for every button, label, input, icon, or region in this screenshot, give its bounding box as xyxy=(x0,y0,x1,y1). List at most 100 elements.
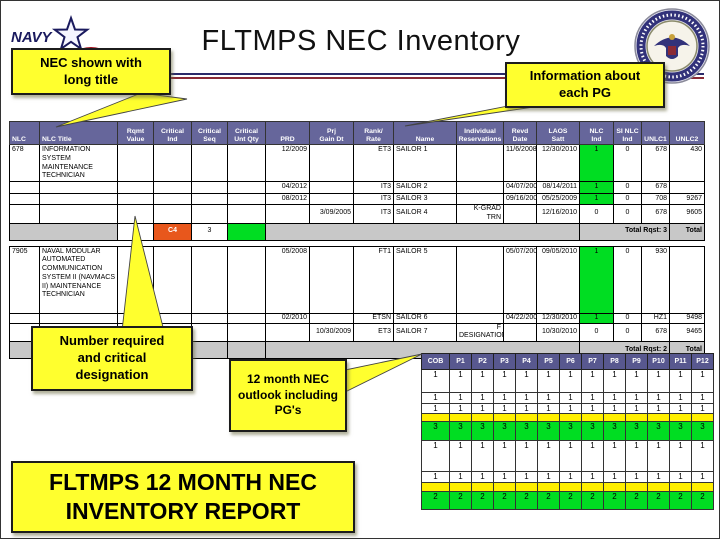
outlook-value-cell xyxy=(647,482,670,492)
critical-seq-cell xyxy=(191,204,228,224)
column-header: PRD xyxy=(265,121,310,145)
outlook-value-cell: 3 xyxy=(471,421,494,441)
reservation-cell: K-GRAD TRN xyxy=(456,204,504,224)
period-header: P9 xyxy=(625,353,648,370)
outlook-value-cell: 1 xyxy=(515,440,538,472)
callout-text: Number required and critical designation xyxy=(59,333,165,382)
outlook-value-cell: 2 xyxy=(691,491,714,510)
critical-seq-cell xyxy=(191,322,228,342)
outlook-value-cell xyxy=(515,413,538,422)
unlc1-cell: 678 xyxy=(641,144,670,182)
outlook-value-cell: 2 xyxy=(471,491,494,510)
prd-cell: 05/2008 xyxy=(265,245,310,314)
period-header: P8 xyxy=(603,353,626,370)
outlook-value-cell: 1 xyxy=(493,403,516,414)
critical-ind-summary: C4 xyxy=(153,222,192,241)
outlook-value-cell: 1 xyxy=(471,471,494,483)
total-cell: Total xyxy=(669,222,705,241)
period-header: COB xyxy=(421,353,450,370)
outlook-value-cell: 1 xyxy=(581,369,604,393)
outlook-row xyxy=(421,482,714,492)
prj-gain-cell xyxy=(309,144,354,182)
outlook-value-cell: 1 xyxy=(449,392,472,404)
outlook-value-cell: 2 xyxy=(515,491,538,510)
critical-seq-cell xyxy=(191,144,228,182)
outlook-value-cell: 3 xyxy=(537,421,560,441)
navy-star-icon xyxy=(51,14,91,52)
outlook-value-cell: 1 xyxy=(691,471,714,483)
column-header: NLC Title xyxy=(39,121,118,145)
column-header: NLC Ind xyxy=(579,121,614,145)
unlc1-cell: 708 xyxy=(641,193,670,205)
column-header: Name xyxy=(393,121,457,145)
outlook-value-cell: 1 xyxy=(493,392,516,404)
outlook-value-cell: 2 xyxy=(493,491,516,510)
rqmt-value-cell xyxy=(117,144,154,182)
nlc-ind-cell: 1 xyxy=(579,181,614,194)
outlook-value-cell xyxy=(537,413,560,422)
outlook-value-cell xyxy=(493,413,516,422)
revd-date-cell: 11/6/2008 xyxy=(503,144,537,182)
outlook-value-cell: 1 xyxy=(625,369,648,393)
outlook-value-cell xyxy=(691,413,714,422)
unlc2-cell: 9605 xyxy=(669,204,705,224)
reservation-cell xyxy=(456,193,504,205)
rank-rate-cell: ETSN xyxy=(353,312,394,324)
outlook-value-cell xyxy=(449,413,472,422)
outlook-value-cell: 3 xyxy=(559,421,582,441)
outlook-value-cell: 1 xyxy=(537,403,560,414)
prj-gain-cell xyxy=(309,193,354,205)
critical-ind-cell xyxy=(153,193,192,205)
unlc2-cell: 9465 xyxy=(669,322,705,342)
unlc1-cell: 930 xyxy=(641,245,670,314)
outlook-value-cell: 1 xyxy=(669,369,692,393)
outlook-value-cell xyxy=(471,413,494,422)
outlook-value-cell: 1 xyxy=(669,392,692,404)
outlook-value-cell: 1 xyxy=(603,369,626,393)
title-rule xyxy=(76,73,704,79)
rank-rate-cell: IT3 xyxy=(353,181,394,194)
page-title: FLTMPS NEC Inventory xyxy=(201,25,521,57)
outlook-value-cell xyxy=(493,482,516,492)
outlook-value-cell xyxy=(625,482,648,492)
outlook-value-cell: 1 xyxy=(603,403,626,414)
outlook-value-cell: 1 xyxy=(625,392,648,404)
period-header: P7 xyxy=(581,353,604,370)
prd-cell: 08/2012 xyxy=(265,193,310,205)
unlc2-cell: 9267 xyxy=(669,193,705,205)
column-header: Critical Ind xyxy=(153,121,192,145)
outlook-value-cell: 1 xyxy=(493,369,516,393)
nlc-ind-cell: 1 xyxy=(579,312,614,324)
outlook-value-cell xyxy=(669,482,692,492)
outlook-value-cell: 1 xyxy=(625,403,648,414)
outlook-value-cell: 3 xyxy=(647,421,670,441)
prj-gain-cell xyxy=(309,181,354,194)
outlook-value-cell: 1 xyxy=(449,440,472,472)
outlook-value-cell: 1 xyxy=(421,471,450,483)
callout-info-each-pg: Information about each PG xyxy=(505,62,665,108)
rank-rate-cell: IT3 xyxy=(353,204,394,224)
laos-satt-cell: 12/16/2010 xyxy=(536,204,580,224)
outlook-value-cell: 1 xyxy=(537,392,560,404)
outlook-value-cell: 1 xyxy=(515,392,538,404)
rqmt-value-cell xyxy=(117,312,154,324)
critical-ind-cell xyxy=(153,204,192,224)
revd-date-cell: 04/07/2009 xyxy=(503,181,537,194)
outlook-value-cell: 2 xyxy=(449,491,472,510)
column-header: LAOS Satt xyxy=(536,121,580,145)
outlook-value-cell: 2 xyxy=(581,491,604,510)
unlc2-cell: 9498 xyxy=(669,312,705,324)
critical-ind-cell xyxy=(153,181,192,194)
nec-number xyxy=(9,204,40,224)
callout-nec-long-title: NEC shown with long title xyxy=(11,48,171,95)
outlook-value-cell: 1 xyxy=(559,471,582,483)
critical-unt-summary xyxy=(227,222,266,241)
outlook-value-cell xyxy=(691,482,714,492)
revd-date-cell xyxy=(503,322,537,342)
gap-cell xyxy=(9,240,705,246)
